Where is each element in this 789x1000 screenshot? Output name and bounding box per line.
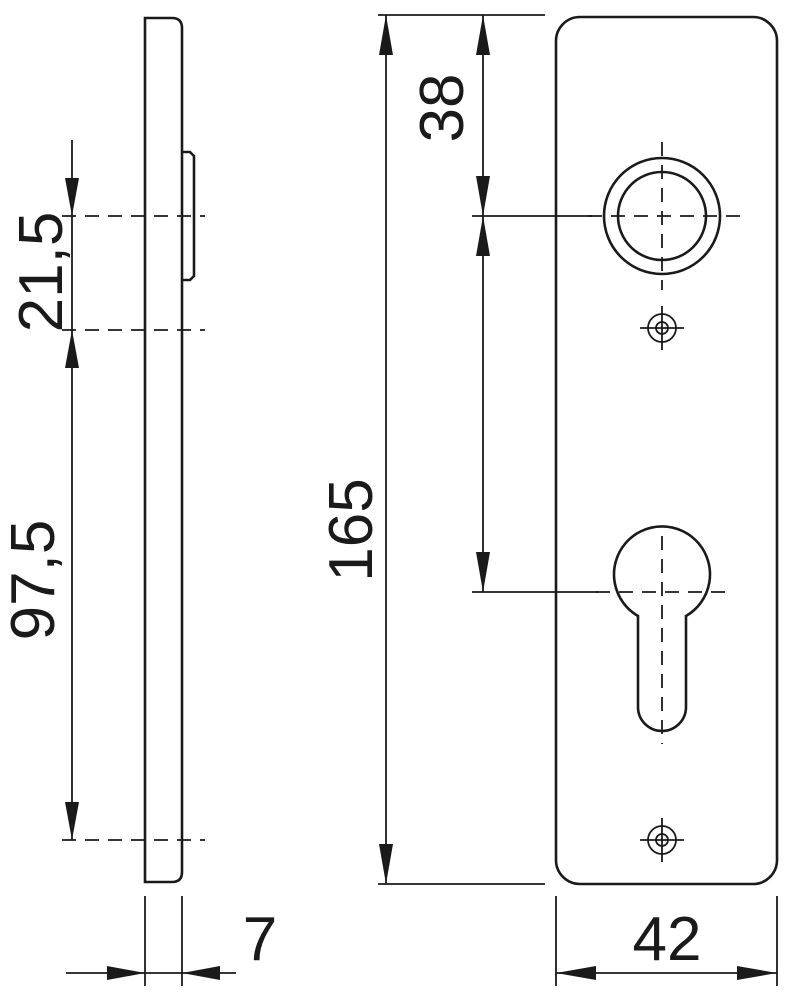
handle-arrow-38-down — [476, 176, 490, 216]
handle-arrow-spacing-down — [476, 552, 490, 592]
width-arrow-right — [737, 966, 777, 980]
cylinder-keyhole — [596, 525, 730, 744]
side-view — [143, 16, 196, 884]
front-plate-outline — [554, 15, 779, 886]
handle-rosette — [588, 142, 748, 290]
dim-total-height-label: 165 — [317, 478, 386, 581]
height-arrow-bottom — [379, 844, 393, 884]
dim-side-spacing-label: 97,5 — [0, 520, 68, 641]
total-height-dimension: 165 — [317, 14, 545, 885]
handle-arrow-spacing-up — [476, 216, 490, 256]
side-arrow-bottom-down — [65, 802, 79, 840]
upper-screw — [640, 306, 684, 350]
handle-rosette-outer-ring — [602, 156, 722, 276]
handle-arrow-top — [476, 15, 490, 55]
front-view — [554, 15, 779, 886]
dim-thickness-label: 7 — [243, 905, 277, 974]
width-dimension: 42 — [555, 896, 778, 986]
lower-screw — [640, 818, 684, 862]
height-arrow-top — [379, 15, 393, 55]
side-plate-outline — [143, 16, 184, 884]
side-arrow-mid-up — [65, 330, 79, 368]
thickness-arrow-left — [107, 966, 145, 980]
thickness-dimension: 7 — [66, 896, 277, 986]
thickness-arrow-right — [182, 966, 220, 980]
width-arrow-left — [556, 966, 596, 980]
handle-position-dimension: 38 — [408, 15, 598, 593]
dim-width-label: 42 — [633, 905, 702, 974]
dim-side-offset-label: 21,5 — [7, 212, 76, 333]
dim-top-to-handle-label: 38 — [408, 74, 477, 143]
side-arrow-top-down — [65, 178, 79, 216]
side-rosette-boss — [182, 150, 196, 282]
side-view-dimensions: 21,5 97,5 — [0, 140, 205, 841]
